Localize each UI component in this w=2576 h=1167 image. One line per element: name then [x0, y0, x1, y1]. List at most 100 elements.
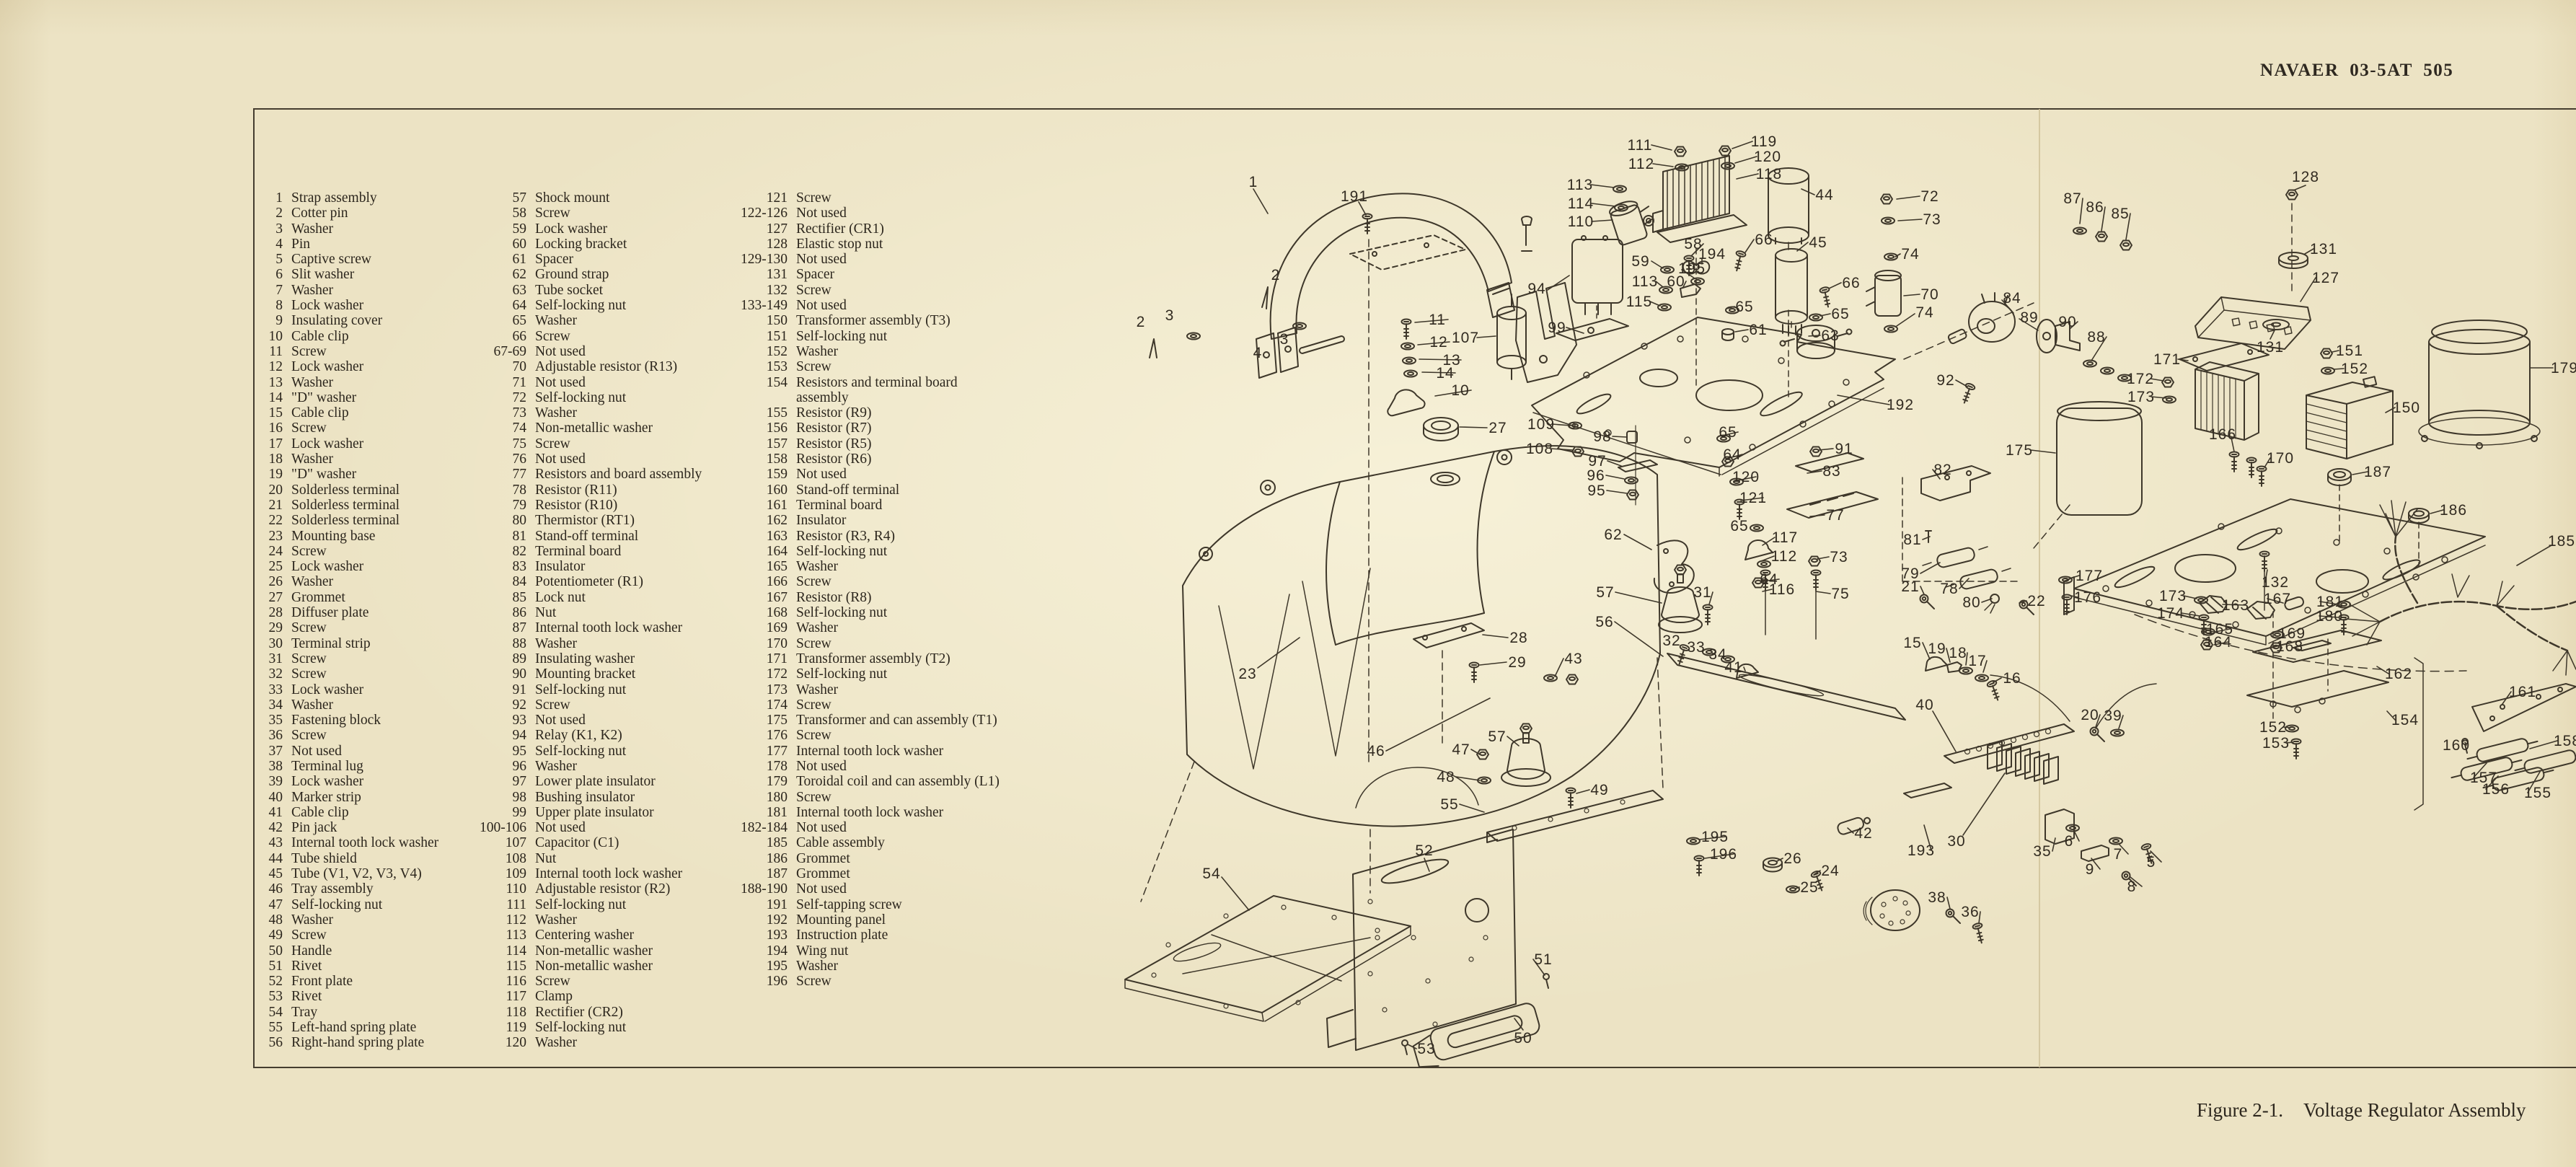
callout-25: 25	[1800, 879, 1818, 896]
callout-31: 31	[1693, 584, 1711, 601]
callout-42: 42	[1854, 825, 1872, 842]
callout-21: 21	[1901, 578, 1919, 595]
part-resistor-terminal-boards	[2199, 550, 2424, 811]
part-resistor-board-assembly-77	[1902, 465, 2034, 615]
callout-77: 77	[1826, 507, 1844, 524]
callout-151: 151	[2336, 343, 2363, 359]
callout-119: 119	[1751, 133, 1777, 150]
callout-20: 20	[2081, 707, 2099, 723]
callout-121: 121	[1739, 490, 1767, 506]
callout-44: 44	[1815, 187, 1833, 203]
callout-43: 43	[1564, 651, 1582, 667]
callout-3: 3	[1280, 331, 1289, 348]
callout-166: 166	[2209, 426, 2236, 443]
callout-55: 55	[1440, 796, 1458, 813]
part-tube-socket-63	[1779, 325, 1853, 359]
callout-193: 193	[1907, 842, 1935, 859]
callout-108: 108	[1526, 441, 1553, 457]
callout-161: 161	[2509, 684, 2536, 700]
callout-74: 74	[1901, 246, 1919, 263]
callout-48: 48	[1437, 769, 1455, 785]
callout-30: 30	[1947, 833, 1965, 850]
callout-65: 65	[1719, 424, 1737, 441]
callout-24: 24	[1821, 863, 1839, 879]
figure-border-top	[253, 108, 2576, 110]
part-hardware-under-panel	[1568, 421, 1906, 721]
part-hardware-cover-top	[1613, 185, 1902, 341]
callout-32: 32	[1662, 633, 1680, 649]
callout-29: 29	[1508, 654, 1526, 671]
callout-51: 51	[1534, 951, 1552, 968]
part-tube-45	[1775, 248, 1808, 335]
callout-35: 35	[2033, 843, 2051, 860]
callout-99: 99	[1548, 320, 1566, 336]
callout-65: 65	[1735, 299, 1753, 315]
part-right-mounting-panel	[2063, 451, 2486, 646]
callout-11: 11	[1429, 312, 1446, 328]
callout-57: 57	[1488, 728, 1506, 745]
callout-38: 38	[1928, 889, 1946, 906]
callout-64: 64	[1723, 446, 1741, 463]
callout-92: 92	[1936, 372, 1954, 389]
callout-62: 62	[1604, 527, 1622, 543]
callout-113: 113	[1632, 273, 1658, 290]
callout-15: 15	[1903, 635, 1921, 651]
callout-175: 175	[2006, 442, 2033, 459]
callout-50: 50	[1514, 1030, 1532, 1047]
callout-54: 54	[1202, 866, 1220, 882]
callout-88: 88	[2087, 329, 2105, 345]
construction-lines	[1140, 242, 2070, 902]
callout-84: 84	[2003, 290, 2021, 307]
part-self-tapping-screw-191	[1362, 213, 1373, 762]
callout-180: 180	[2316, 608, 2343, 625]
callout-160: 160	[2443, 737, 2470, 754]
callout-163: 163	[2222, 597, 2249, 614]
